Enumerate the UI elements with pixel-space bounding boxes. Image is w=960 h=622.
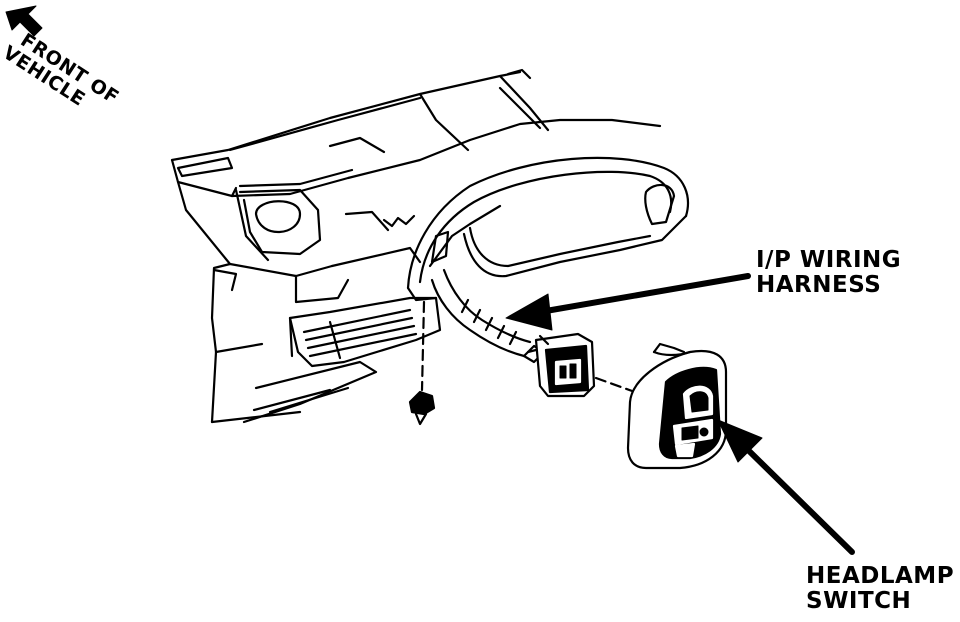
arrow-up-left-icon bbox=[5, 5, 43, 37]
mounting-screw bbox=[408, 300, 436, 426]
headlamp-switch-callout: HEADLAMP SWITCH bbox=[806, 564, 954, 614]
headlamp-switch-line2: SWITCH bbox=[806, 588, 912, 614]
lower-panel bbox=[210, 296, 442, 424]
wiring-harness-arrow bbox=[505, 273, 751, 331]
headlamp-switch-arrow bbox=[717, 419, 855, 555]
harness-connector bbox=[526, 332, 648, 398]
cluster-hood bbox=[406, 156, 690, 302]
headlamp-switch-module bbox=[626, 342, 728, 470]
dashboard-shell bbox=[170, 68, 662, 424]
wiring-harness-line1: I/P WIRING bbox=[756, 247, 902, 273]
wiring-harness bbox=[430, 268, 546, 364]
wiring-harness-line2: HARNESS bbox=[756, 272, 882, 298]
wiring-harness-callout: I/P WIRING HARNESS bbox=[756, 248, 901, 298]
headlamp-switch-line1: HEADLAMP bbox=[806, 563, 955, 589]
